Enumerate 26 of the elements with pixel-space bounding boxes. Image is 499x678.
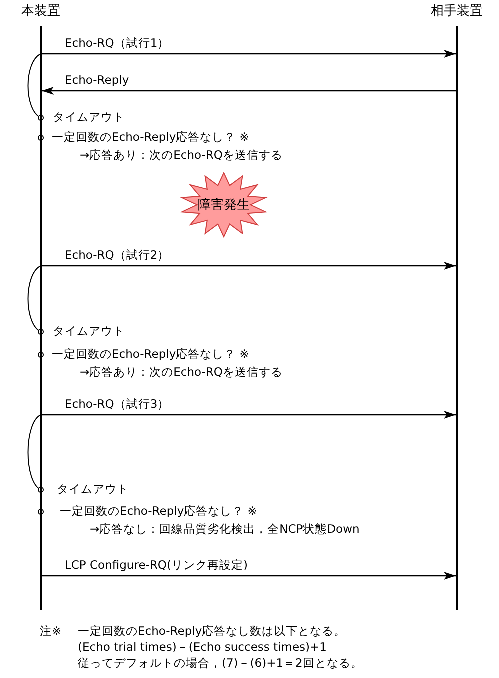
- lifeline-heading: 本装置: [20, 4, 62, 20]
- edge-label: LCP Configure-RQ(リンク再設定): [65, 558, 248, 573]
- note-text: 一定回数のEcho-Reply応答なし数は以下となる。: [78, 624, 346, 639]
- annotation-text: →応答あり：次のEcho-RQを送信する: [80, 148, 283, 163]
- message-arrow: [42, 411, 456, 419]
- annotation-text: タイムアウト: [53, 324, 125, 339]
- note-text: (Echo trial times)－(Echo success times)+1: [78, 640, 327, 655]
- note-mark: 注※: [40, 624, 62, 639]
- edge-label: Echo-RQ（試行1）: [65, 36, 170, 51]
- annotation-text: →応答なし：回線品質劣化検出，全NCP状態Down: [90, 522, 360, 537]
- annotation-text: 一定回数のEcho-Reply応答なし？ ※: [52, 130, 250, 145]
- annotation-text: 一定回数のEcho-Reply応答なし？ ※: [52, 347, 250, 362]
- message-arrow: [42, 50, 456, 58]
- edge-label: Echo-RQ（試行2）: [65, 248, 170, 263]
- note-text: 従ってデフォルトの場合，(7)－(6)+1＝2回となる。: [78, 656, 363, 671]
- annotation-text: →応答あり：次のEcho-RQを送信する: [80, 365, 283, 380]
- message-arrow: [42, 262, 456, 270]
- annotation-text: 一定回数のEcho-Reply応答なし？ ※: [60, 504, 258, 519]
- annotation-text: タイムアウト: [53, 110, 125, 125]
- edge-label: Echo-Reply: [65, 73, 130, 88]
- starburst: 障害発生: [180, 172, 268, 238]
- annotation-text: タイムアウト: [57, 482, 129, 497]
- lifeline-heading: 相手装置: [430, 4, 484, 20]
- message-arrow: [42, 572, 456, 580]
- edge-label: Echo-RQ（試行3）: [65, 397, 170, 412]
- message-arrow: [42, 87, 456, 95]
